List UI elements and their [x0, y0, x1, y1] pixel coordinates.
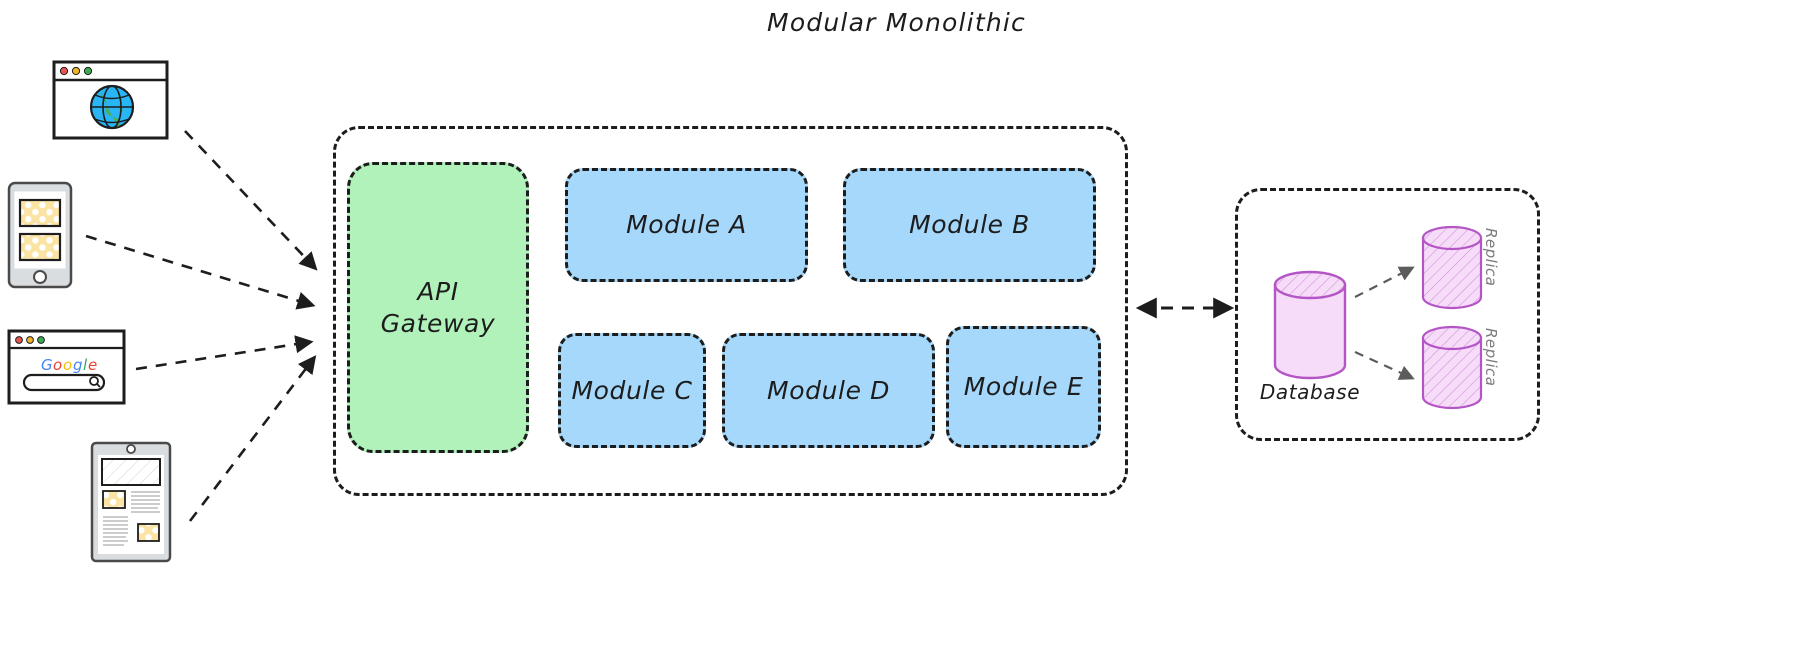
monolith-container[interactable] — [333, 126, 1128, 496]
svg-text:e: e — [88, 356, 97, 374]
globe-icon — [89, 84, 135, 130]
api-gateway-label-line2: Gateway — [380, 308, 496, 338]
client-tablet-document[interactable] — [90, 441, 172, 563]
module-b-label: Module B — [909, 210, 1030, 239]
edge-tablet-to-gateway — [188, 355, 317, 522]
client-mobile-phone[interactable] — [7, 181, 73, 289]
api-gateway-label-line1: API — [417, 276, 459, 306]
replica-2-label: Replica — [1482, 328, 1500, 387]
svg-text:G: G — [41, 356, 53, 374]
data-tier-container[interactable] — [1235, 188, 1540, 441]
svg-text:o: o — [53, 356, 62, 374]
svg-text:l: l — [83, 356, 88, 374]
database-label: Database — [1259, 380, 1361, 404]
api-gateway-label: API Gateway — [381, 276, 496, 340]
node-module-a[interactable]: Module A — [565, 168, 808, 282]
search-icon — [89, 376, 101, 388]
edge-database-to-replica-1 — [1354, 266, 1415, 298]
replica-1-label: Replica — [1482, 228, 1500, 287]
node-module-d[interactable]: Module D — [722, 333, 935, 448]
edge-search-to-gateway — [135, 335, 314, 371]
svg-text:g: g — [73, 356, 83, 374]
module-a-label: Module A — [626, 210, 747, 239]
database-cylinder[interactable] — [1273, 270, 1347, 380]
node-api-gateway[interactable]: API Gateway — [347, 162, 529, 453]
page-title: Modular Monolithic — [767, 8, 1026, 37]
module-c-label: Module C — [571, 375, 693, 405]
replica-cylinder-1[interactable] — [1421, 225, 1483, 310]
node-module-b[interactable]: Module B — [843, 168, 1096, 282]
replica-cylinder-2[interactable] — [1421, 325, 1483, 410]
module-d-label: Module D — [767, 375, 890, 405]
svg-text:o: o — [63, 356, 72, 374]
node-module-e[interactable]: Module E — [946, 326, 1101, 448]
edge-phone-to-gateway — [85, 234, 316, 310]
client-browser-globe[interactable] — [52, 60, 169, 140]
google-logo: G o o g l e — [41, 356, 97, 374]
edge-database-to-replica-2 — [1354, 350, 1415, 380]
node-module-c[interactable]: Module C — [558, 333, 706, 448]
client-browser-search[interactable]: G o o g l e — [7, 329, 126, 405]
module-e-label: Module E — [963, 372, 1084, 401]
edge-browser-globe-to-gateway — [184, 130, 318, 271]
